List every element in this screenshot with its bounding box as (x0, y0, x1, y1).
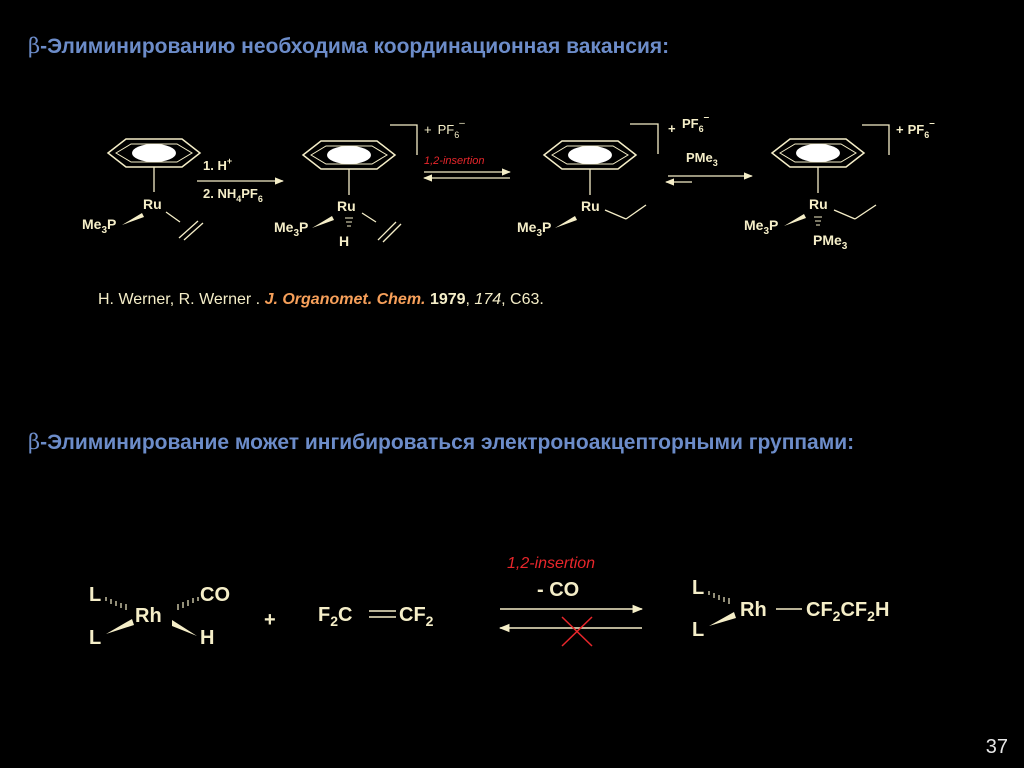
me3p-label: Me3P (82, 216, 116, 236)
citation-pages: , C63. (501, 291, 544, 308)
hashed-bond-co (177, 597, 199, 610)
counterion-pf6: +PF6– (424, 118, 465, 140)
beta-symbol: β (28, 430, 41, 454)
ligand-l-bottom: L (692, 619, 704, 641)
hashed-bond-l (708, 591, 730, 604)
wedge-bond-l (709, 612, 736, 626)
heading2-text: -Элиминирование может ингибироваться эле… (40, 431, 855, 454)
complex-ethyl-ru (542, 123, 659, 228)
ligand-l-bottom: L (89, 627, 101, 649)
ligand-l-top: L (692, 577, 704, 599)
co-ligand: CO (200, 584, 230, 606)
pme3-reagent: PMe3 (686, 150, 718, 168)
me3p-label: Me3P (274, 219, 308, 239)
plus-sign: + (264, 609, 276, 631)
ru-label: Ru (143, 196, 162, 212)
citation-authors: H. Werner, R. Werner . (98, 291, 265, 308)
beta-symbol: β (28, 34, 41, 58)
minus-co-label: - CO (537, 579, 579, 601)
step1-reagent-nh4pf6: 2. NH4PF6 (203, 186, 263, 204)
pme3-ligand: PMe3 (813, 232, 848, 252)
hashed-bond-l (105, 597, 127, 610)
me3p-label: Me3P (517, 219, 551, 239)
ru-label: Ru (581, 198, 600, 214)
counterion-pf6: PF6– (682, 112, 710, 134)
literature-citation: H. Werner, R. Werner . J. Organomet. Che… (98, 291, 544, 308)
ru-label: Ru (809, 196, 828, 212)
citation-volume: 174 (474, 291, 502, 308)
hydride-ligand: H (200, 627, 214, 649)
heading1-text: -Элиминированию необходима координационн… (40, 35, 670, 58)
wedge-bond-l (106, 619, 134, 634)
hydride-label: H (339, 233, 349, 249)
ligand-l-top: L (89, 584, 101, 606)
step1-reagent-h: 1. H+ (203, 156, 232, 173)
scheme2: L L Rh CO H + F2C CF2 1,2-insertion - CO (89, 555, 889, 649)
cross-out-mark (561, 616, 593, 647)
product-cf2cf2h: CF2CF2H (806, 599, 889, 624)
ru-label: Ru (337, 198, 356, 214)
citation-journal: J. Organomet. Chem. (264, 291, 426, 308)
insertion-label-1: 1,2-insertion (424, 155, 485, 167)
me3p-label: Me3P (744, 217, 778, 237)
counterion-pf6: +PF6– (896, 118, 935, 140)
citation-year: 1979 (429, 291, 466, 308)
insertion-label-2: 1,2-insertion (507, 555, 595, 572)
complex-ethyl-bis-pme3 (770, 124, 890, 226)
f2c-label: F2C (318, 604, 352, 629)
cf2-label: CF2 (399, 604, 434, 629)
scheme1: Ru Me3P 1. H+ 2. NH4PF6 Ru Me3P H +PF6– … (82, 112, 935, 252)
counterion-plus: + (668, 121, 676, 136)
heading-coordination-vacancy: β-Элиминированию необходима координацион… (28, 32, 669, 61)
heading-electron-withdrawing: β-Элиминирование может ингибироваться эл… (28, 428, 928, 457)
wedge-bond-h (172, 620, 197, 636)
rh-label: Rh (740, 599, 767, 621)
complex-ethylene-ru (106, 138, 204, 241)
page-number: 37 (985, 736, 1008, 758)
complex-hydride-ethylene (301, 124, 418, 243)
rh-label: Rh (135, 605, 162, 627)
